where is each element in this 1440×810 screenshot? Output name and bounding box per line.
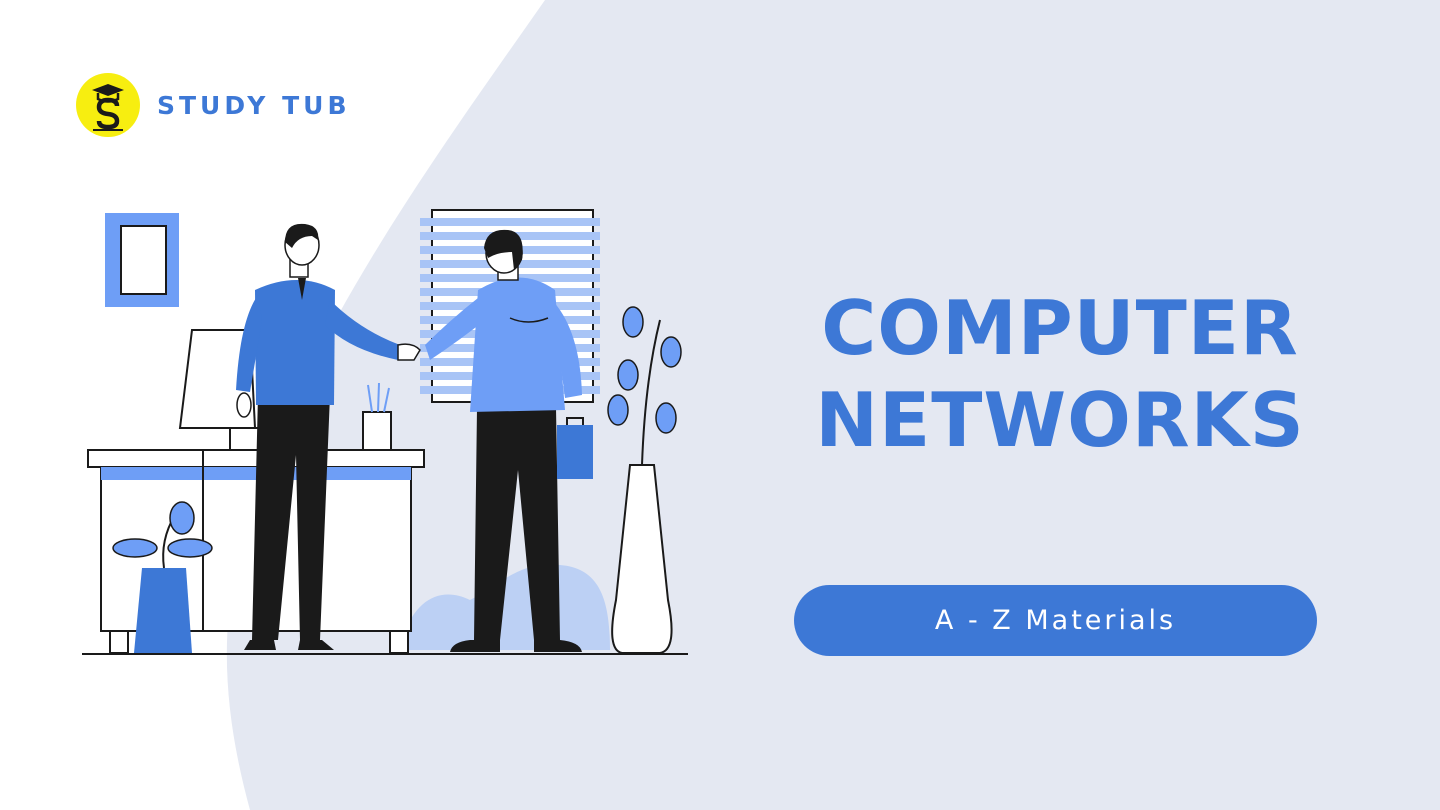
graduate-s-logo-icon xyxy=(76,73,140,137)
man-left xyxy=(236,223,400,650)
materials-button[interactable]: A - Z Materials xyxy=(794,585,1317,656)
brand-logo[interactable]: STUDY TUB xyxy=(76,73,351,137)
pen-cup xyxy=(362,382,392,451)
wall-frame xyxy=(105,213,179,307)
man-right xyxy=(425,229,593,652)
handshake xyxy=(397,343,421,361)
brand-name: STUDY TUB xyxy=(157,90,351,120)
vase-plant xyxy=(607,306,682,654)
title-line-2: NETWORKS xyxy=(815,376,1305,464)
page-title: COMPUTER NETWORKS xyxy=(780,282,1340,466)
title-line-1: COMPUTER xyxy=(821,284,1299,372)
potted-plant-small xyxy=(112,501,213,653)
monitor xyxy=(178,329,261,451)
